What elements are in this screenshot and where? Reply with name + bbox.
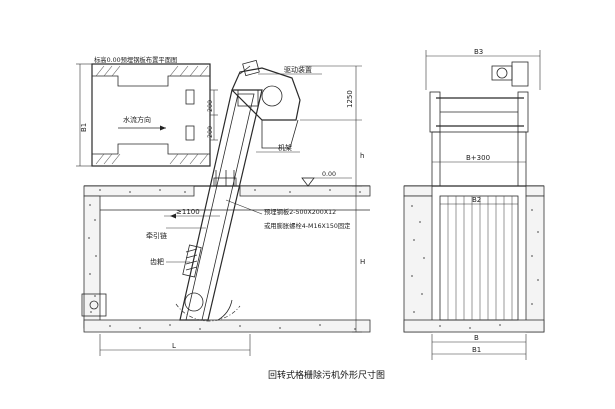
plate-top <box>185 89 195 105</box>
dim-angle-1100: ≥1100 <box>176 208 200 216</box>
front-elevation-view: B3 B+300 <box>403 48 545 360</box>
dim-h: h <box>360 152 364 160</box>
plan-wall-bottom <box>91 143 211 167</box>
traction-chain-label: 牵引链 <box>146 231 167 240</box>
frame-body <box>179 89 263 321</box>
elev-zero: 0.00 <box>322 171 336 178</box>
plan-wall-top <box>91 63 211 87</box>
front-grating <box>439 195 519 321</box>
plan-note-label: 标高0.00预埋钢板布置平面图 <box>94 55 177 64</box>
drive-unit-label: 驱动装置 <box>284 65 312 74</box>
embedded-plate <box>213 177 237 187</box>
dim-1250: 1250 <box>346 90 354 108</box>
dim-H: H <box>360 258 365 266</box>
drain-pipe <box>81 293 107 317</box>
frame-label: 机架 <box>278 143 292 152</box>
support-bracket <box>261 119 299 149</box>
right-slab <box>239 185 371 197</box>
front-drive-assembly <box>429 61 529 133</box>
elev-marker <box>301 177 315 187</box>
machine-frame <box>175 59 301 322</box>
pit-floor <box>83 319 371 333</box>
plan-view: 水流方向 标高0.00预埋钢板布置平面图 B1 200 200 <box>76 55 218 167</box>
dim-B2: B2 <box>472 196 481 204</box>
plan-outline <box>91 63 211 167</box>
drawing-caption: 回转式格栅除污机外形尺寸图 <box>268 369 385 381</box>
channel-section <box>81 185 371 333</box>
dim-200-a: 200 <box>207 100 214 112</box>
rake-teeth-label: 齿耙 <box>150 258 164 266</box>
dim-B1-front: B1 <box>472 346 481 354</box>
water-flow-label: 水流方向 <box>123 115 151 124</box>
dim-B-plus-300: B+300 <box>466 154 490 162</box>
bottom-sprocket <box>184 292 204 312</box>
rake-teeth-drawing <box>182 244 202 278</box>
top-sprocket <box>261 85 283 107</box>
side-annotations: 驱动装置 机架 预埋钢板2-500X200X12 或用膨胀螺栓4-M16X150… <box>99 65 365 356</box>
dim-L: L <box>172 342 176 350</box>
left-slab <box>83 185 195 197</box>
anchor-bolt-label: 或用膨胀螺栓4-M16X150固定 <box>264 221 351 230</box>
side-elevation-view: 水流方向 标高0.00预埋钢板布置平面图 B1 200 200 <box>76 55 371 356</box>
dim-B1-plan: B1 <box>80 123 88 132</box>
plate-bottom <box>185 125 195 141</box>
dim-B: B <box>474 334 479 342</box>
dim-200-b: 200 <box>207 126 214 138</box>
drive-motor <box>237 89 259 107</box>
dim-B3: B3 <box>474 48 483 56</box>
front-pit-right-wall <box>525 195 545 333</box>
flow-arrowhead <box>160 125 166 131</box>
front-pit-floor <box>403 319 545 333</box>
embedded-plate-label: 预埋钢板2-500X200X12 <box>264 207 336 216</box>
front-pit-left-wall <box>403 195 433 333</box>
